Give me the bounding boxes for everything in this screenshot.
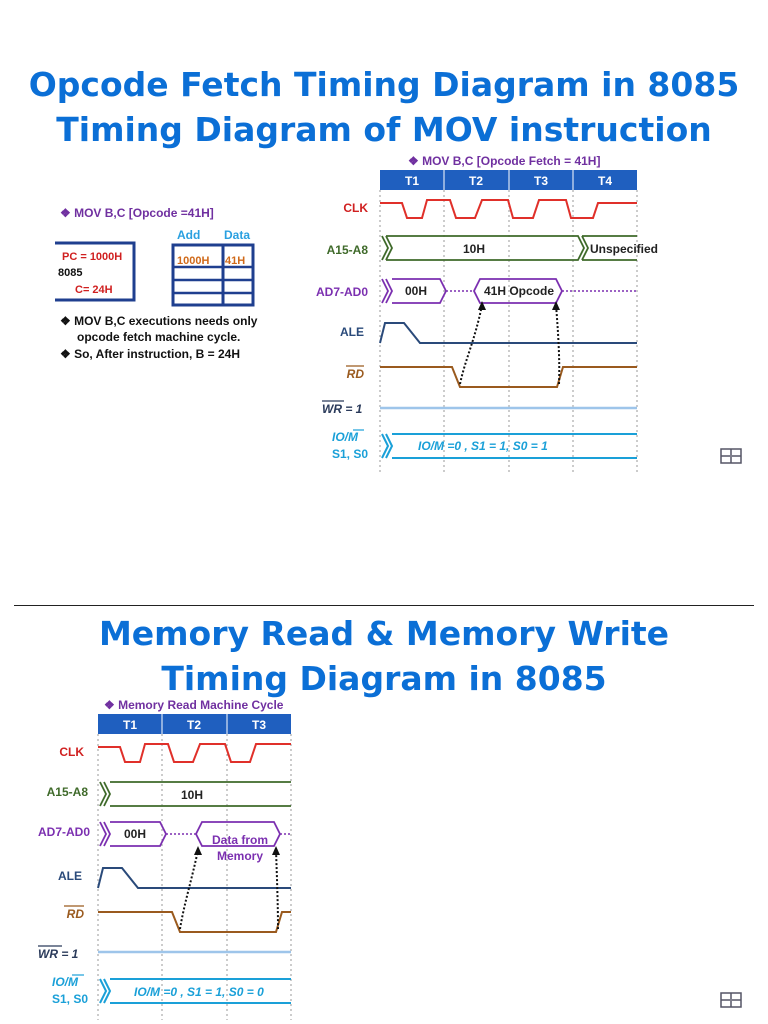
diagram1-state-t2: T2 [469,174,483,188]
diagram2-sig-io: IO/M [52,975,79,989]
diagram1-addr-hi-value: 10H [463,242,485,256]
diagram2-state-t2: T2 [187,718,201,732]
diagram1-sig-status: S1, S0 [332,447,368,461]
diagram2-sig-ad: AD7-AD0 [38,825,90,839]
diagram2-io-wave [99,978,291,1004]
diagram1-sig-addr-hi: A15-A8 [327,243,369,257]
diagram1-unspecified: Unspecified [590,242,658,256]
table-header-data: Data [224,228,250,242]
diagram2-ale-wave [97,867,291,889]
diagram1-clk-wave [380,199,637,219]
diagram1-state-t3: T3 [534,174,548,188]
diagram2-caption: ❖ Memory Read Machine Cycle [104,698,284,712]
diagram2-status-value: IO/M =0 , S1 = 1, S0 = 0 [134,985,264,999]
diagram2-sig-status: S1, S0 [52,992,88,1006]
diagram1-caption: ❖ MOV B,C [Opcode Fetch = 41H] [408,154,600,168]
note-bullet1-b: opcode fetch machine cycle. [77,330,240,344]
title-bottom-line2: Timing Diagram in 8085 [161,659,607,698]
diagram1-sig-ale: ALE [340,325,364,339]
diagram2-clk-wave [98,743,291,763]
diagram1-sig-ad: AD7-AD0 [316,285,368,299]
diagram1-status-value: IO/M =0 , S1 = 1, S0 = 1 [418,439,548,453]
diagram1-sig-rd: RD [347,367,365,381]
pc-register: PC = 1000H [62,251,122,263]
c-register: C= 24H [75,284,113,296]
diagram2-rd-wave [98,911,291,933]
diagram2-data-line1: Data from [212,833,268,847]
diagram1-addr-hi-wave [381,235,637,261]
diagram2-low-addr: 00H [124,827,146,841]
diagram1-low-addr: 00H [405,284,427,298]
diagram1-ale-wave [379,322,637,344]
diagram1-rd-wave [380,366,637,388]
diagram2-state-header [98,714,291,734]
title-top-line2: Timing Diagram of MOV instruction [56,110,712,149]
note-instruction: ❖ MOV B,C [Opcode =41H] [60,206,214,220]
diagram2-state-t3: T3 [252,718,266,732]
note-bullet2: ❖ So, After instruction, B = 24H [60,347,240,361]
diagram2-state-t1: T1 [123,718,137,732]
diagram2-addr-hi-wave [99,781,291,807]
diagram1-sig-wr: WR = 1 [322,402,363,416]
diagram2-addr-hi-value: 10H [181,788,203,802]
diagram2-sig-addr-hi: A15-A8 [47,785,89,799]
memory-table [171,243,255,307]
diagram2-sig-ale: ALE [58,869,82,883]
diagram1-ad-wave [381,278,564,304]
section-divider [14,605,754,606]
diagram1-state-t4: T4 [598,174,612,188]
diagram2-sig-wr: WR = 1 [38,947,79,961]
diagram1-sig-clk: CLK [343,201,368,215]
diagram2-sig-clk: CLK [59,745,84,759]
memory-read-diagram: ❖ Memory Read Machine Cycle T1 T2 T3 CLK… [38,698,292,1020]
diagram1-state-t1: T1 [405,174,419,188]
table-header-add: Add [177,228,200,242]
title-top-line1: Opcode Fetch Timing Diagram in 8085 [28,65,740,104]
opcode-fetch-diagram: ❖ MOV B,C [Opcode =41H] Add Data 1000H 4… [55,154,658,472]
diagram1-io-wave [381,433,637,459]
cpu-box [55,241,136,302]
chip-label: 8085 [58,267,82,279]
diagram1-opcode: 41H Opcode [484,284,554,298]
table-data-value: 41H [225,255,245,267]
logo-icon-bottom [720,992,742,1008]
diagram1-sig-io: IO/M [332,430,359,444]
diagram2-ad-wave [99,821,282,847]
title-bottom-line1: Memory Read & Memory Write [98,614,670,653]
logo-icon-top [720,448,742,464]
diagram2-data-line2: Memory [217,849,263,863]
table-addr-value: 1000H [177,255,209,267]
note-bullet1-a: ❖ MOV B,C executions needs only [60,314,258,328]
diagram2-sig-rd: RD [67,907,85,921]
